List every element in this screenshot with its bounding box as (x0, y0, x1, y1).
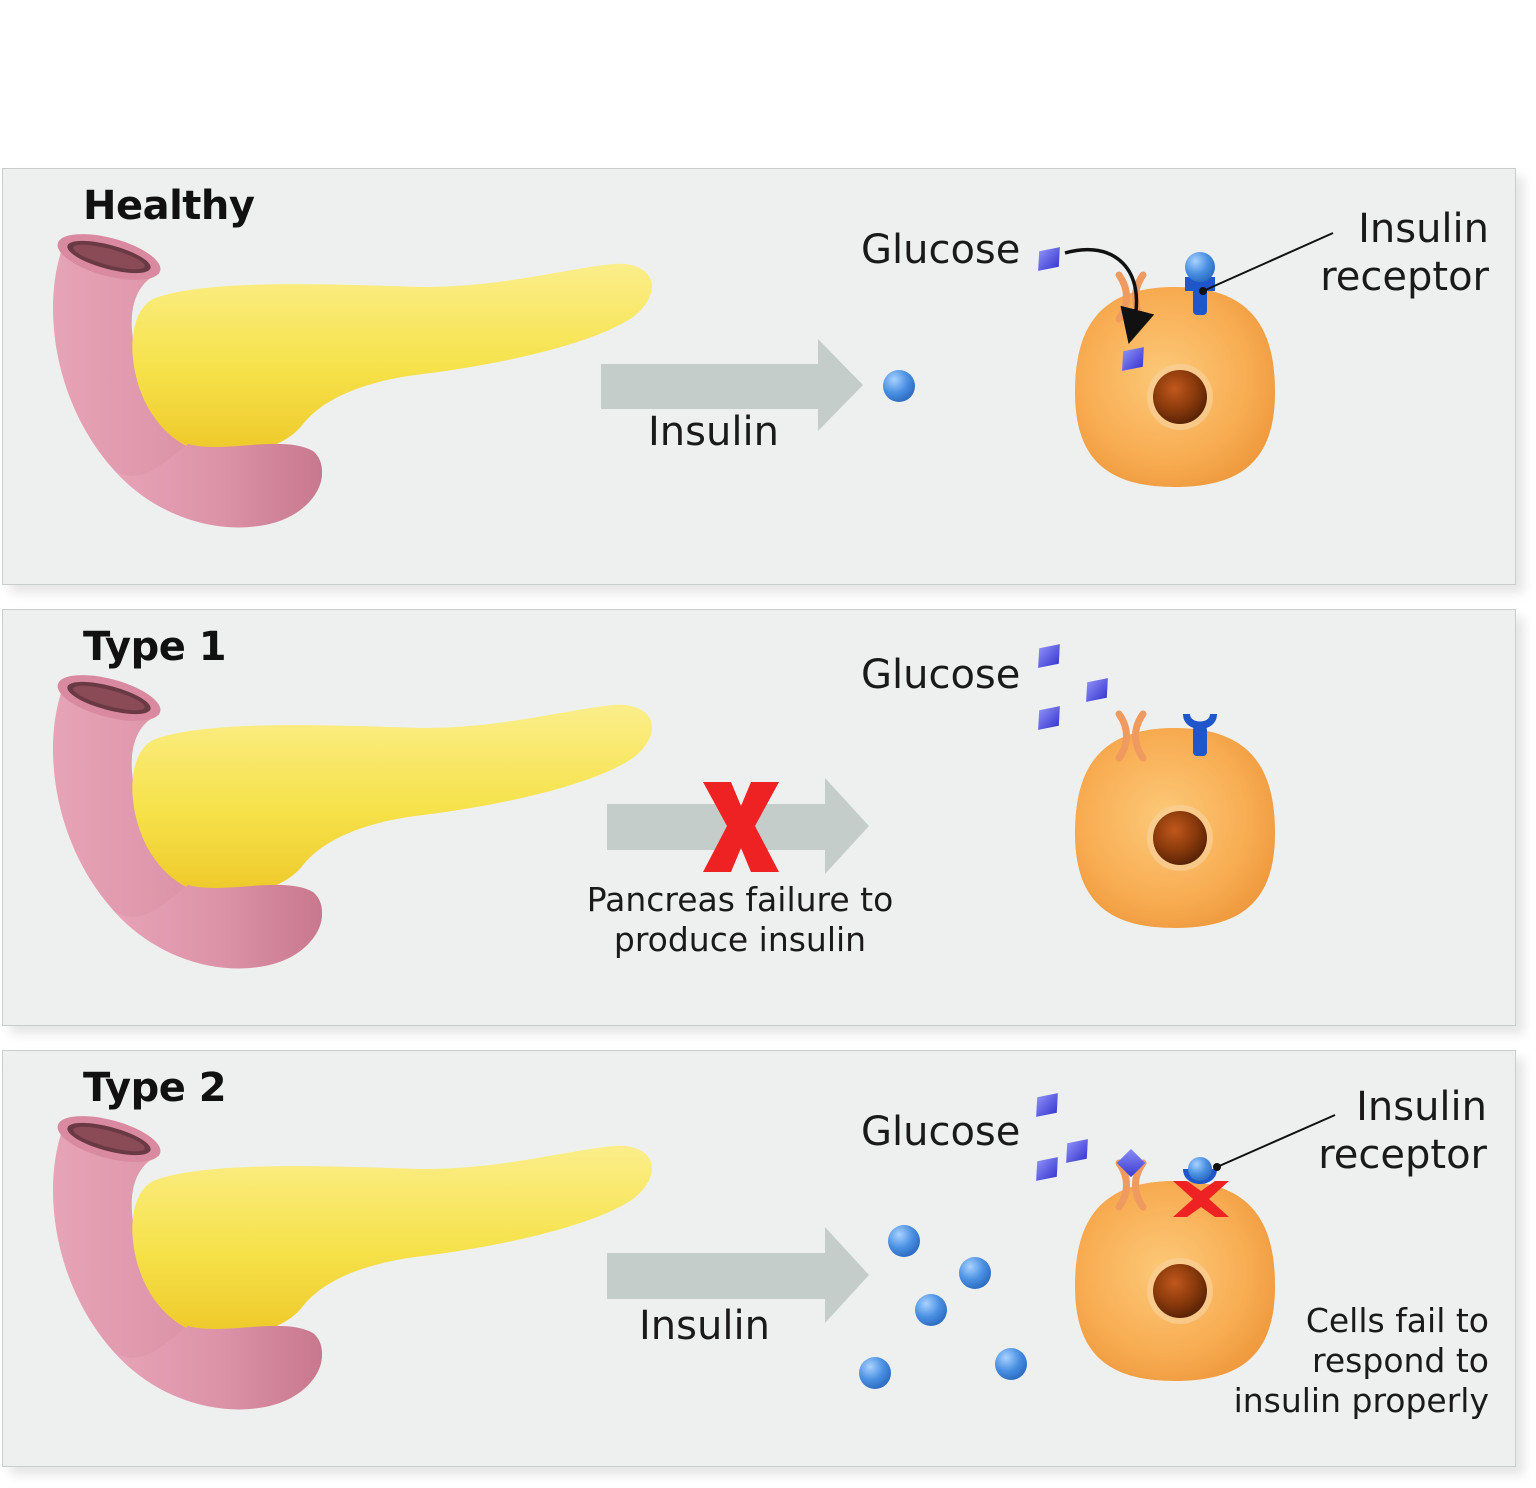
receptor-pointer (1202, 232, 1334, 292)
pancreas-failure-label: Pancreas failure to produce insulin (586, 880, 894, 959)
glucose-label: Glucose (861, 652, 1021, 698)
type2-illustration (52, 1093, 1336, 1410)
glucose-entry-arrow (1064, 247, 1155, 344)
pancreas-illustration (52, 224, 652, 528)
glucose-label: Glucose (861, 1109, 1021, 1155)
glucose-molecule (1038, 247, 1060, 271)
glucose-molecule (1086, 678, 1108, 702)
glucose-label: Glucose (861, 227, 1021, 273)
panel-type2: Type 2 Glucose Insulin Insulin receptor … (2, 1050, 1516, 1467)
insulin-molecule (995, 1348, 1027, 1380)
insulin-receptor-label: Insulin receptor (1320, 206, 1489, 300)
glucose-molecule (1066, 1139, 1088, 1163)
healthy-illustration (52, 224, 1334, 528)
glucose-molecule (1116, 1148, 1146, 1178)
insulin-arrow (607, 1227, 869, 1323)
insulin-molecule (915, 1294, 947, 1326)
insulin-molecule (883, 370, 915, 402)
glucose-molecule (1038, 706, 1060, 730)
receptor-pointer (1216, 1114, 1336, 1168)
insulin-receptor-label: Insulin receptor (1318, 1084, 1487, 1178)
receptor-pointer-dot (1199, 287, 1207, 295)
type1-illustration (52, 644, 1275, 969)
insulin-label: Insulin (648, 409, 779, 455)
glucose-molecule (1038, 644, 1060, 668)
insulin-molecule (859, 1357, 891, 1389)
insulin-label: Insulin (639, 1303, 770, 1349)
cells-fail-label: Cells fail to respond to insulin properl… (1233, 1301, 1489, 1420)
insulin-arrow (601, 339, 863, 431)
panel-title-type2: Type 2 (83, 1065, 227, 1111)
pancreas-illustration (52, 665, 652, 969)
insulin-molecule (888, 1225, 920, 1257)
panel-title-type1: Type 1 (83, 624, 227, 670)
insulin-molecule (959, 1257, 991, 1289)
glucose-molecule (1036, 1157, 1058, 1181)
receptor-pointer-dot (1213, 1163, 1221, 1171)
panel-title-healthy: Healthy (83, 183, 255, 229)
panel-healthy: Healthy Glucose Insulin Insulin receptor (2, 168, 1516, 585)
target-cell (1075, 287, 1275, 487)
blocked-x-mark (1173, 1181, 1229, 1217)
pancreas-illustration (52, 1106, 652, 1410)
panel-type1: Type 1 Glucose Pancreas failure to produ… (2, 609, 1516, 1026)
glucose-molecule (1036, 1093, 1058, 1117)
blocked-x-mark (703, 782, 779, 872)
target-cell (1075, 728, 1275, 928)
insulin-receptor-bound (1183, 1157, 1217, 1184)
insulin-receptor-empty (1183, 714, 1217, 756)
